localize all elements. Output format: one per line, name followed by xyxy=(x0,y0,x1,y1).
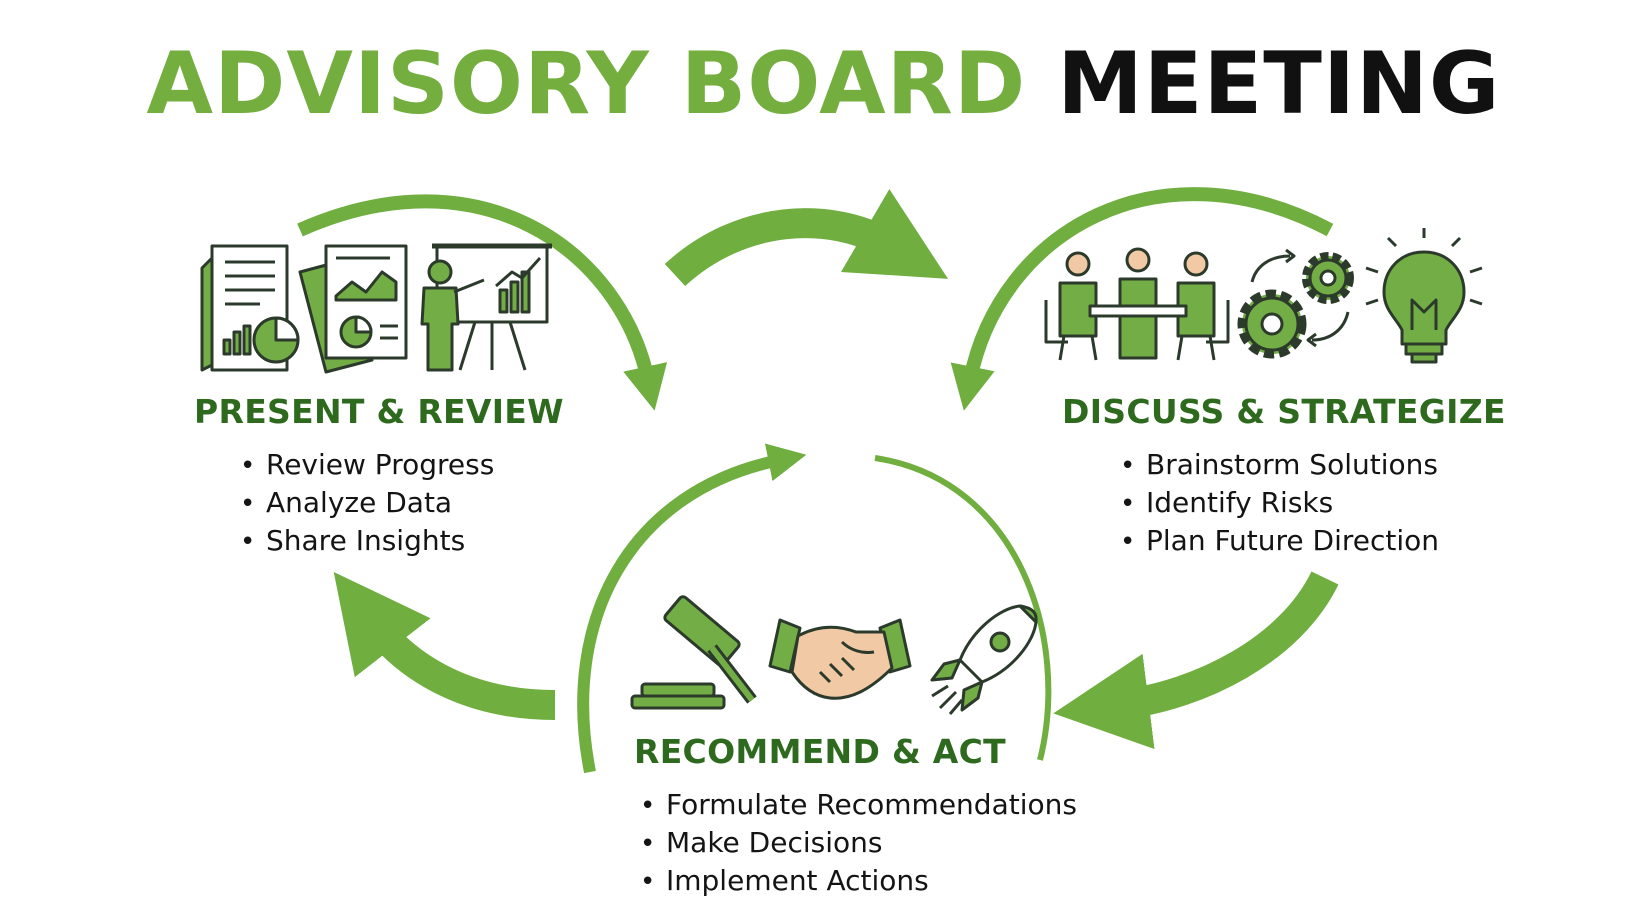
presenter-icon xyxy=(420,243,552,372)
bullet-item: Plan Future Direction xyxy=(1120,522,1439,560)
arrow-top-to-strategize xyxy=(664,189,949,287)
bullet-item: Formulate Recommendations xyxy=(640,786,1077,824)
stage-title-present-review: PRESENT & REVIEW xyxy=(194,392,564,431)
arrow-strategize-to-act-bottom xyxy=(1053,571,1339,750)
stage-bullets-recommend-act: Formulate Recommendations Make Decisions… xyxy=(640,786,1077,900)
bullet-item: Share Insights xyxy=(240,522,494,560)
cycle-arrows xyxy=(297,187,1339,774)
bullet-item: Identify Risks xyxy=(1120,484,1439,522)
arc-act-right xyxy=(874,455,1052,761)
bullet-item: Brainstorm Solutions xyxy=(1120,446,1439,484)
arrow-act-to-center xyxy=(577,443,807,774)
title-dark-part: MEETING xyxy=(1057,34,1501,134)
handshake-icon xyxy=(768,618,912,700)
gavel-icon xyxy=(630,595,757,710)
page-title: ADVISORY BOARD MEETING xyxy=(0,34,1647,134)
gears-icon xyxy=(1237,248,1354,359)
arrow-strategize-to-act xyxy=(950,187,1334,411)
arrow-act-to-review xyxy=(333,571,556,720)
chart-document-icon xyxy=(298,244,408,374)
bullet-item: Review Progress xyxy=(240,446,494,484)
bullet-item: Make Decisions xyxy=(640,824,1077,862)
arrow-review-to-act xyxy=(297,194,668,411)
stage-title-recommend-act: RECOMMEND & ACT xyxy=(634,732,1006,771)
stage-bullets-discuss-strategize: Brainstorm Solutions Identify Risks Plan… xyxy=(1120,446,1439,560)
lightbulb-icon xyxy=(1365,228,1483,364)
bullet-item: Analyze Data xyxy=(240,484,494,522)
meeting-table-icon xyxy=(1044,247,1230,361)
title-green-part: ADVISORY BOARD xyxy=(146,34,1027,134)
stage-bullets-present-review: Review Progress Analyze Data Share Insig… xyxy=(240,446,494,560)
report-document-icon xyxy=(200,244,300,372)
bullet-item: Implement Actions xyxy=(640,862,1077,900)
stage-title-discuss-strategize: DISCUSS & STRATEGIZE xyxy=(1062,392,1506,431)
rocket-icon xyxy=(930,604,1038,715)
